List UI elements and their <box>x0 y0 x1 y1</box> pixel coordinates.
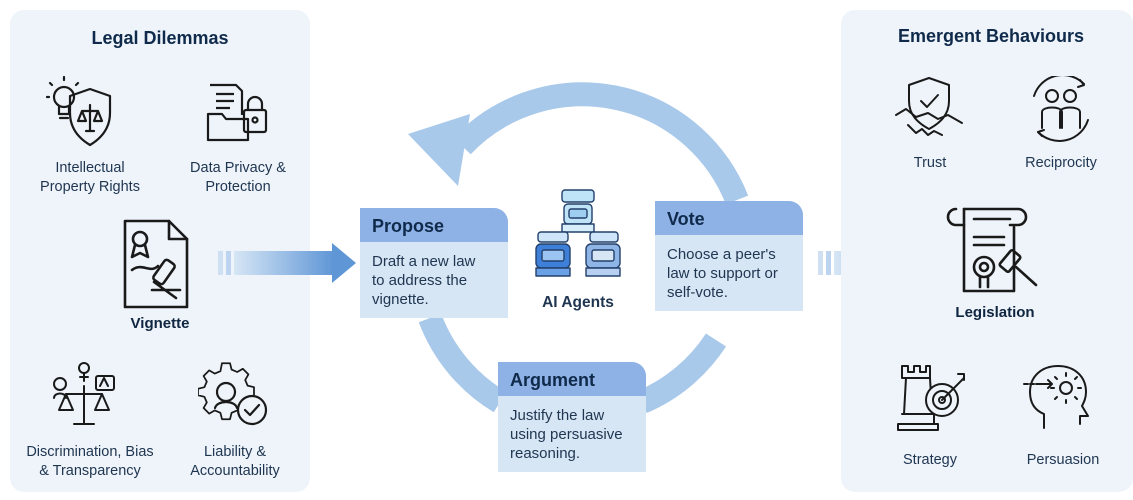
people-cycle-icon <box>1024 76 1098 142</box>
ip-rights-label: Intellectual Property Rights <box>40 160 140 195</box>
emergent-behaviours-title: Emergent Behaviours <box>897 26 1085 46</box>
propose-body: Draft a new law to address the vignette. <box>372 253 476 308</box>
argument-stage: Argument Justify the law using persuasiv… <box>498 362 646 472</box>
input-arrow <box>218 243 356 283</box>
ai-agents-label: AI Agents <box>542 294 614 311</box>
vote-stage: Vote Choose a peer's law to support or s… <box>655 201 803 311</box>
legislation-scroll-icon <box>946 205 1042 297</box>
vote-body: Choose a peer's law to support or self-v… <box>667 246 778 301</box>
document-stamp-icon <box>122 218 196 310</box>
chess-target-icon <box>894 362 968 432</box>
locked-folder-icon <box>204 82 276 144</box>
vignette-label: Vignette <box>130 315 190 332</box>
gear-check-icon <box>198 360 274 430</box>
strategy-label: Strategy <box>903 452 957 468</box>
cycle-arrowhead <box>408 114 470 186</box>
legislation-label: Legislation <box>955 304 1035 321</box>
ai-agents-icon <box>532 188 624 278</box>
propose-stage: Propose Draft a new law to address the v… <box>360 208 508 318</box>
argument-body: Justify the law using persuasive reasoni… <box>510 407 623 462</box>
propose-title: Propose <box>360 208 508 242</box>
liability-label: Liability & Accountability <box>190 444 280 479</box>
argument-title: Argument <box>498 362 646 396</box>
data-privacy-label: Data Privacy & Protection <box>190 160 286 195</box>
reciprocity-label: Reciprocity <box>1025 155 1097 171</box>
bias-label: Discrimination, Bias & Transparency <box>26 444 154 479</box>
legal-dilemmas-title: Legal Dilemmas <box>91 28 229 48</box>
persuasion-label: Persuasion <box>1026 452 1100 468</box>
ip-shield-icon <box>46 75 122 150</box>
head-gear-icon <box>1022 362 1094 432</box>
trust-label: Trust <box>913 155 947 171</box>
cycle-ring <box>418 82 749 414</box>
bias-scales-icon <box>46 358 122 430</box>
vote-title: Vote <box>655 201 803 235</box>
handshake-shield-icon <box>894 75 964 141</box>
